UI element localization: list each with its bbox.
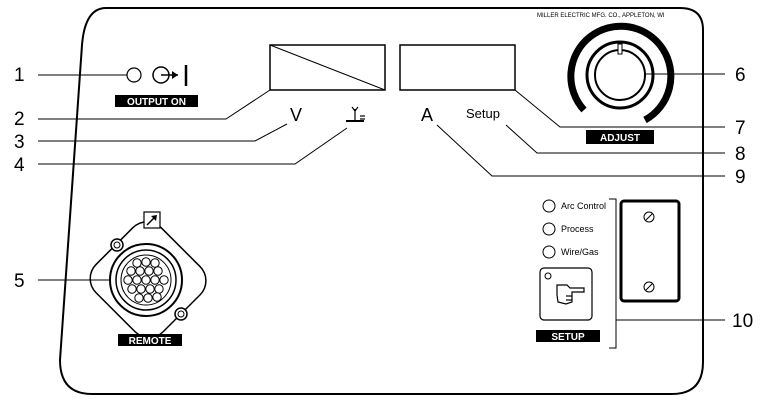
callout-4: 4 xyxy=(14,155,25,176)
output-on-tag: OUTPUT ON xyxy=(127,97,186,108)
pointing-hand-icon xyxy=(556,284,585,305)
wire-feed-speed-icon xyxy=(346,106,365,122)
amps-label: A xyxy=(421,105,433,125)
screw-icon xyxy=(643,211,655,223)
setup-tag-bg xyxy=(536,330,600,342)
adjust-knob[interactable]: ADJUST xyxy=(567,22,675,144)
callout-1: 1 xyxy=(14,65,25,86)
setup-bracket xyxy=(609,198,617,349)
setup-section: Arc Control Process Wire/Gas SETUP xyxy=(536,198,681,349)
setup-button[interactable] xyxy=(539,267,593,321)
remote-tag: REMOTE xyxy=(129,336,172,347)
callout-7: 7 xyxy=(735,118,746,139)
adjust-tag: ADJUST xyxy=(600,133,640,144)
manufacturer-text: MILLER ELECTRIC MFG. CO., APPLETON, WI xyxy=(537,13,665,19)
callout-8: 8 xyxy=(735,144,746,165)
wire-gas-light xyxy=(542,245,556,259)
setup-label: Setup xyxy=(466,106,500,121)
callout-leaders xyxy=(38,73,725,321)
callout-5: 5 xyxy=(14,271,25,292)
callout-2: 2 xyxy=(14,109,25,130)
volts-label: V xyxy=(290,105,302,125)
access-door xyxy=(619,199,681,303)
output-on-group: OUTPUT ON xyxy=(115,65,198,108)
output-on-light xyxy=(126,67,142,83)
process-label: Process xyxy=(561,224,594,234)
wire-gas-label: Wire/Gas xyxy=(561,247,599,257)
process-light xyxy=(542,222,556,236)
callout-10: 10 xyxy=(732,311,753,332)
amperage-display xyxy=(399,44,516,91)
output-symbol-icon xyxy=(152,65,188,86)
output-on-tag-bg xyxy=(115,95,198,107)
arc-control-light xyxy=(542,199,556,213)
setup-tag: SETUP xyxy=(551,332,585,343)
receptacle-pins xyxy=(123,257,169,303)
remote-tag-bg xyxy=(118,334,182,346)
remote-arrow-icon xyxy=(143,211,161,229)
voltage-display xyxy=(269,44,386,91)
screw-icon xyxy=(643,281,655,293)
arc-control-label: Arc Control xyxy=(561,201,606,211)
callout-9: 9 xyxy=(735,167,746,188)
adjust-tag-bg xyxy=(586,130,654,144)
callout-3: 3 xyxy=(14,132,25,153)
adjust-arc xyxy=(567,22,675,124)
remote-receptacle: REMOTE xyxy=(89,211,207,347)
callout-6: 6 xyxy=(735,65,746,86)
